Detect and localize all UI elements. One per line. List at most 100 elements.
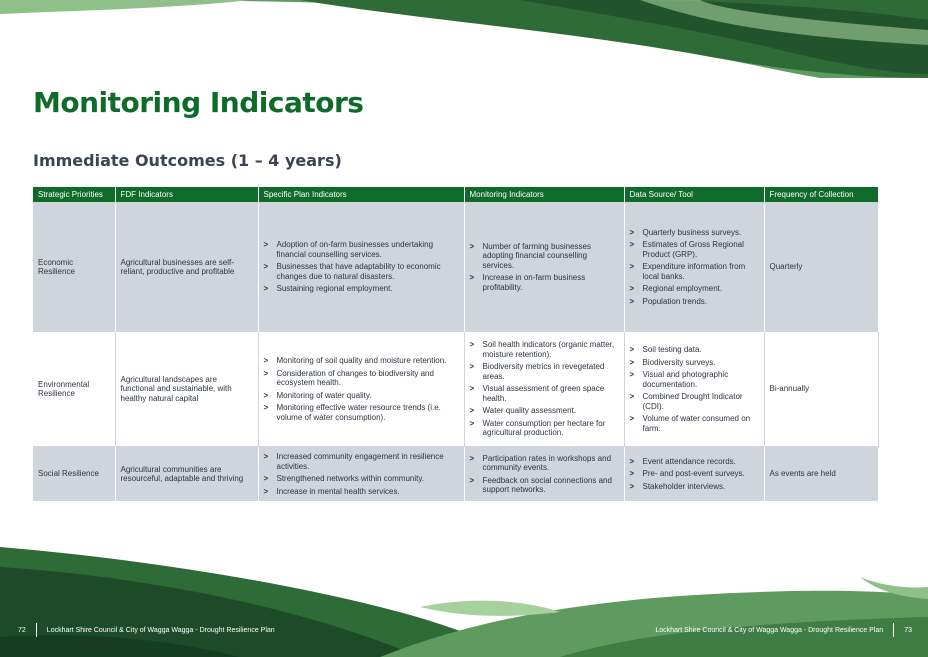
list-item: >Estimates of Gross Regional Product (GR… xyxy=(629,240,744,259)
chevron-right-icon: > xyxy=(263,474,269,483)
list-item: >Visual and photographic documentation. xyxy=(629,370,729,389)
chevron-right-icon: > xyxy=(469,418,475,428)
header-specific-plan-indicators: Specific Plan Indicators xyxy=(258,187,465,202)
header-data-source-tool: Data Source/ Tool xyxy=(624,187,765,202)
chevron-right-icon: > xyxy=(263,390,269,400)
list-item: >Combined Drought Indicator (CDI). xyxy=(629,392,743,411)
table-header-row: Strategic Priorities FDF Indicators Spec… xyxy=(33,187,879,202)
chevron-right-icon: > xyxy=(263,368,269,378)
chevron-right-icon: > xyxy=(469,340,475,350)
list-item: >Event attendance records. xyxy=(629,456,736,466)
chevron-right-icon: > xyxy=(263,262,269,272)
chevron-right-icon: > xyxy=(469,475,475,485)
chevron-right-icon: > xyxy=(629,345,635,354)
monitoring-indicators-table: Strategic Priorities FDF Indicators Spec… xyxy=(33,187,879,501)
data-source-cell: >Soil testing data. >Biodiversity survey… xyxy=(624,332,765,447)
chevron-right-icon: > xyxy=(629,227,635,237)
fdf-cell: Agricultural communities are resourceful… xyxy=(115,446,259,501)
data-source-cell: >Event attendance records. >Pre- and pos… xyxy=(624,446,765,501)
fdf-cell: Agricultural businesses are self-reliant… xyxy=(115,202,259,332)
page-number: 73 xyxy=(904,626,912,634)
plan-indicators-cell: >Adoption of on-farm businesses undertak… xyxy=(258,202,465,332)
leaf-decoration-top xyxy=(0,0,928,78)
chevron-right-icon: > xyxy=(469,406,475,416)
list-item: >Adoption of on-farm businesses undertak… xyxy=(263,240,434,259)
chevron-right-icon: > xyxy=(263,403,269,412)
chevron-right-icon: > xyxy=(629,392,635,401)
chevron-right-icon: > xyxy=(469,362,475,372)
list-item: >Increase in mental health services. xyxy=(263,486,400,496)
plan-indicators-cell: >Monitoring of soil quality and moisture… xyxy=(258,332,465,447)
chevron-right-icon: > xyxy=(629,357,635,367)
list-item: >Monitoring of water quality. xyxy=(263,390,372,400)
list-item: >Expenditure information from local bank… xyxy=(629,262,746,281)
list-item: >Increased community engagement in resil… xyxy=(263,452,444,471)
footer-text: Lockhart Shire Council & City of Wagga W… xyxy=(655,626,884,634)
list-item: >Quarterly business surveys. xyxy=(629,227,742,237)
chevron-right-icon: > xyxy=(629,469,635,479)
priority-cell: Economic Resilience xyxy=(33,202,116,332)
monitoring-indicators-cell: >Number of farming businesses adopting f… xyxy=(464,202,625,332)
footer-left: 72 Lockhart Shire Council & City of Wagga… xyxy=(18,623,275,637)
list-item: >Stakeholder interviews. xyxy=(629,481,726,491)
footer-text: Lockhart Shire Council & City of Wagga W… xyxy=(46,626,275,634)
list-item: >Visual assessment of green space health… xyxy=(469,384,605,403)
list-item: >Population trends. xyxy=(629,296,708,306)
chevron-right-icon: > xyxy=(629,262,635,272)
list-item: >Participation rates in workshops and co… xyxy=(469,453,612,473)
list-item: >Regional employment. xyxy=(629,284,723,294)
table-row: Social Resilience Agricultural communiti… xyxy=(33,446,879,501)
footer-right: Lockhart Shire Council & City of Wagga W… xyxy=(655,623,912,637)
chevron-right-icon: > xyxy=(629,456,635,466)
chevron-right-icon: > xyxy=(263,486,269,496)
fdf-cell: Agricultural landscapes are functional a… xyxy=(115,332,259,447)
chevron-right-icon: > xyxy=(629,284,635,294)
list-item: >Sustaining regional employment. xyxy=(263,284,393,294)
plan-indicators-cell: >Increased community engagement in resil… xyxy=(258,446,465,501)
chevron-right-icon: > xyxy=(629,481,635,491)
list-item: >Consideration of changes to biodiversit… xyxy=(263,368,434,388)
page-title: Monitoring Indicators xyxy=(33,86,364,119)
chevron-right-icon: > xyxy=(629,414,635,423)
list-item: >Biodiversity metrics in revegetated are… xyxy=(469,362,605,381)
chevron-right-icon: > xyxy=(629,240,635,250)
footer-divider xyxy=(893,623,895,637)
list-item: >Water consumption per hectare for agric… xyxy=(469,418,606,438)
chevron-right-icon: > xyxy=(263,240,269,250)
frequency-cell: Quarterly xyxy=(764,202,879,332)
list-item: >Pre- and post-event surveys. xyxy=(629,469,745,479)
chevron-right-icon: > xyxy=(629,370,635,379)
header-fdf-indicators: FDF Indicators xyxy=(115,187,259,202)
chevron-right-icon: > xyxy=(469,453,475,463)
chevron-right-icon: > xyxy=(629,296,635,306)
frequency-cell: As events are held xyxy=(764,446,879,501)
table-row: Economic Resilience Agricultural busines… xyxy=(33,202,879,332)
chevron-right-icon: > xyxy=(263,284,269,294)
list-item: >Soil health indicators (organic matter,… xyxy=(469,340,615,359)
chevron-right-icon: > xyxy=(469,273,475,283)
footer-divider xyxy=(35,623,37,637)
monitoring-indicators-cell: >Soil health indicators (organic matter,… xyxy=(464,332,625,447)
list-item: >Businesses that have adaptability to ec… xyxy=(263,262,441,281)
list-item: >Strengthened networks within community. xyxy=(263,474,424,483)
list-item: >Monitoring of soil quality and moisture… xyxy=(263,356,447,365)
header-frequency-of-collection: Frequency of Collection xyxy=(764,187,879,202)
list-item: >Increase in on-farm business profitabil… xyxy=(469,273,586,292)
list-item: >Soil testing data. xyxy=(629,345,702,354)
chevron-right-icon: > xyxy=(469,384,475,394)
priority-cell: Environmental Resilience xyxy=(33,332,116,447)
priority-cell: Social Resilience xyxy=(33,446,116,501)
header-monitoring-indicators: Monitoring Indicators xyxy=(464,187,625,202)
page-subtitle: Immediate Outcomes (1 – 4 years) xyxy=(33,151,342,170)
table-row: Environmental Resilience Agricultural la… xyxy=(33,332,879,447)
chevron-right-icon: > xyxy=(263,356,269,365)
list-item: >Volume of water consumed on farm. xyxy=(629,414,751,433)
list-item: >Monitoring effective water resource tre… xyxy=(263,403,441,422)
header-strategic-priorities: Strategic Priorities xyxy=(33,187,116,202)
monitoring-indicators-cell: >Participation rates in workshops and co… xyxy=(464,446,625,501)
list-item: >Biodiversity surveys. xyxy=(629,357,716,367)
list-item: >Feedback on social connections and supp… xyxy=(469,475,612,495)
page-number: 72 xyxy=(18,626,26,634)
leaf-decoration-bottom xyxy=(0,547,928,657)
list-item: >Number of farming businesses adopting f… xyxy=(469,241,592,270)
